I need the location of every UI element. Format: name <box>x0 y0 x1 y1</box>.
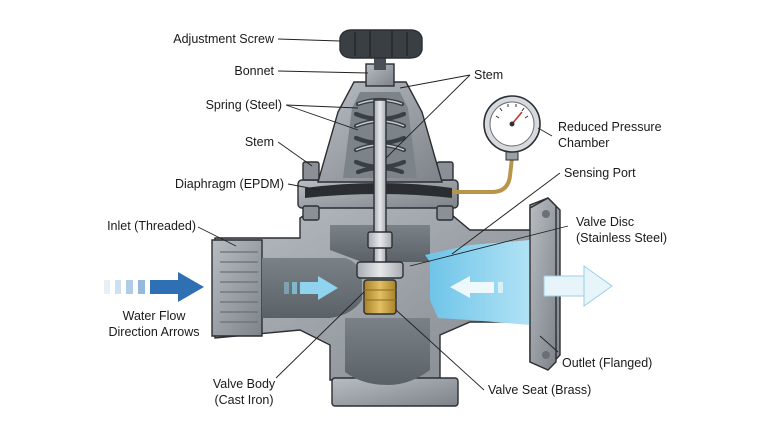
label-bonnet: Bonnet <box>234 64 274 78</box>
label-adjustment-screw: Adjustment Screw <box>173 32 275 46</box>
label-water-flow-line1: Water Flow <box>123 309 187 323</box>
internal-outflow-arrow <box>450 276 503 298</box>
label-valve-body-line1: Valve Body <box>213 377 276 391</box>
label-stem-right: Stem <box>474 68 503 82</box>
leader-lines <box>197 38 569 391</box>
label-inlet: Inlet (Threaded) <box>107 219 196 233</box>
internal-inflow-arrow <box>284 276 338 300</box>
label-outlet: Outlet (Flanged) <box>562 356 652 370</box>
inlet-threads <box>220 251 258 323</box>
label-spring: Spring (Steel) <box>206 98 282 112</box>
label-valve-disc-line1: Valve Disc <box>576 215 634 229</box>
label-valve-disc-line2: (Stainless Steel) <box>576 231 667 245</box>
label-reduced-pressure-line1: Reduced Pressure <box>558 120 662 134</box>
labels: Adjustment Screw Bonnet Spring (Steel) S… <box>107 32 667 407</box>
inflow-arrow <box>104 272 204 302</box>
valve-disc <box>356 261 404 279</box>
valve-seat <box>363 279 397 315</box>
pressure-gauge <box>452 95 541 194</box>
label-water-flow-line2: Direction Arrows <box>109 325 200 339</box>
adjustment-screw <box>339 29 423 70</box>
label-valve-body-line2: (Cast Iron) <box>214 393 273 407</box>
label-stem-left: Stem <box>245 135 274 149</box>
label-valve-seat: Valve Seat (Brass) <box>488 383 591 397</box>
label-reduced-pressure-line2: Chamber <box>558 136 609 150</box>
stem <box>367 99 393 271</box>
label-diaphragm: Diaphragm (EPDM) <box>175 177 284 191</box>
label-sensing-port: Sensing Port <box>564 166 636 180</box>
outflow-arrow <box>543 265 613 307</box>
